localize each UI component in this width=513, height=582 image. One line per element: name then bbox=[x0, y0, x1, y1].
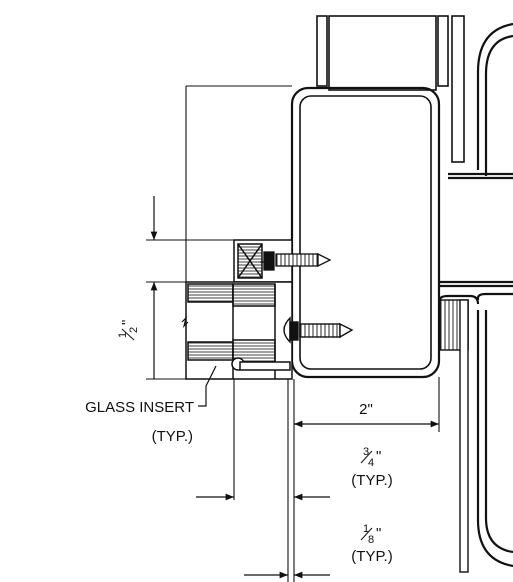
dim-two-inch-label: 2" bbox=[359, 401, 373, 418]
svg-text:": " bbox=[376, 525, 381, 542]
svg-text:3: 3 bbox=[363, 446, 369, 458]
dim-three-quarter-label: 3 4 " (TYP.) bbox=[351, 446, 392, 489]
svg-text:(TYP.): (TYP.) bbox=[351, 472, 392, 489]
main-tube bbox=[290, 86, 441, 379]
svg-text:1: 1 bbox=[117, 332, 129, 338]
top-spacer-block bbox=[316, 15, 465, 163]
svg-text:8: 8 bbox=[368, 534, 374, 546]
glass-insert-leader bbox=[198, 365, 217, 407]
svg-text:(TYP.): (TYP.) bbox=[351, 548, 392, 565]
svg-text:1: 1 bbox=[363, 523, 369, 535]
svg-text:4: 4 bbox=[368, 457, 374, 469]
upper-screw bbox=[260, 251, 332, 271]
right-side-strip bbox=[459, 299, 469, 573]
glass-insert bbox=[181, 281, 293, 380]
svg-text:": " bbox=[376, 448, 381, 465]
right-panel-profile bbox=[438, 22, 513, 568]
svg-text:": " bbox=[119, 320, 136, 325]
glass-insert-typ-label: (TYP.) bbox=[152, 428, 193, 445]
lower-screw bbox=[283, 316, 354, 344]
dim-one-eighth-label: 1 8 " (TYP.) bbox=[351, 523, 392, 565]
svg-text:2: 2 bbox=[128, 327, 140, 333]
glass-insert-label: GLASS INSERT bbox=[85, 399, 194, 416]
extension-lines bbox=[146, 85, 440, 582]
dim-half-inch-label: 1 2 " bbox=[117, 320, 140, 341]
